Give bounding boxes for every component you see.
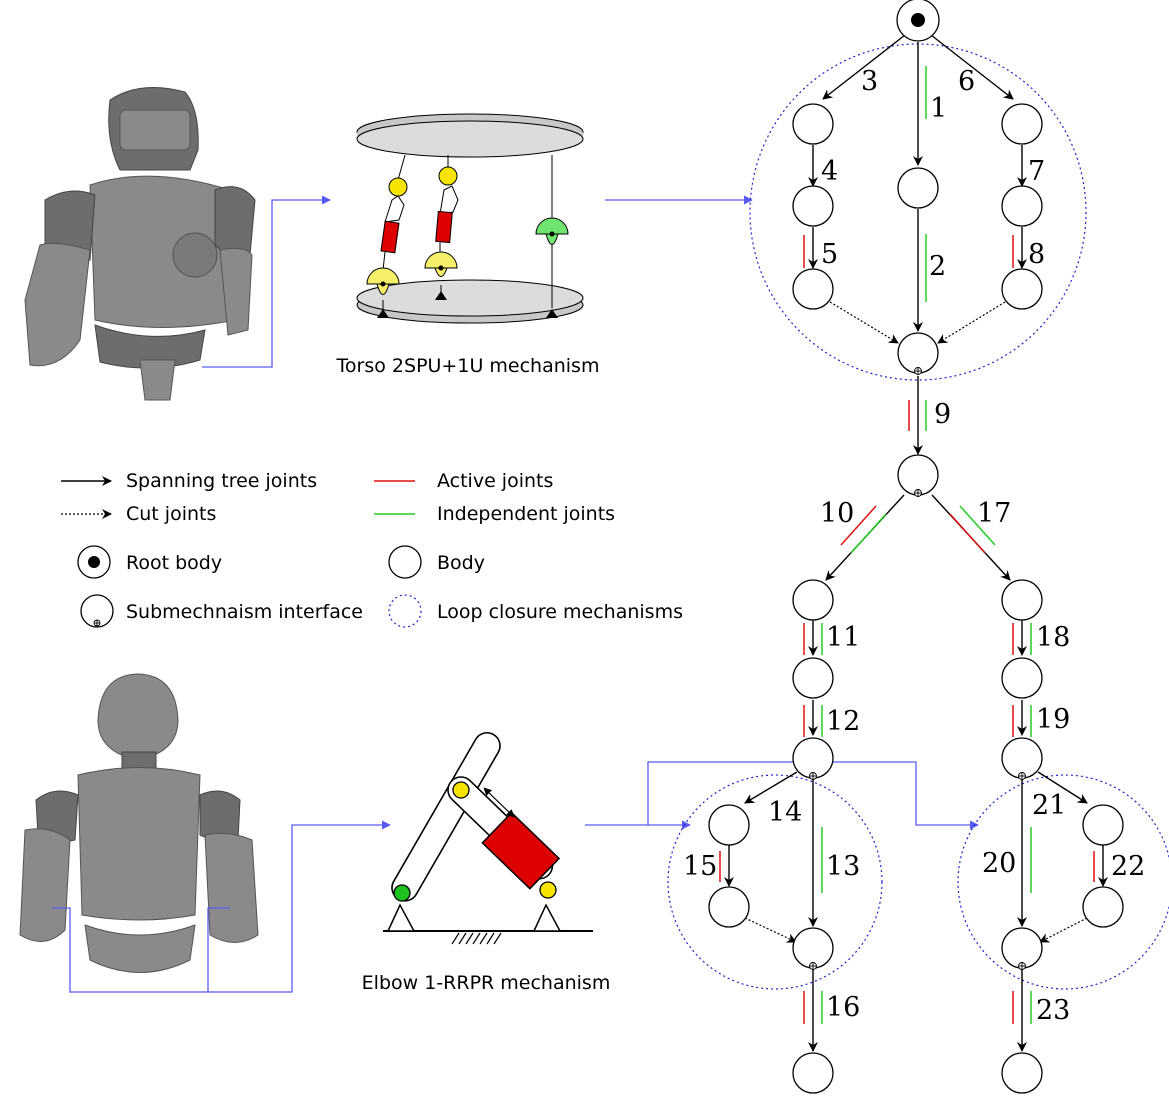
body-node [708,886,750,928]
joint-label: 15 [683,851,717,882]
joint-label: 23 [1036,995,1070,1026]
joint-label: 5 [821,239,838,270]
interface-node [792,927,834,969]
joint-label: 11 [826,622,860,653]
legend-body: Body [437,552,485,574]
joint-label: 6 [958,66,975,97]
joint-label: 19 [1036,704,1070,735]
joint-label: 8 [1028,239,1045,270]
joint-label: 21 [1032,790,1066,821]
submechanism-interface-icon [80,594,114,628]
interface-node [1001,737,1043,779]
legend-cut: Cut joints [126,503,216,525]
graph-edges [724,34,1108,1052]
body-node [792,185,834,227]
body-node [792,1052,834,1094]
loop-closure-icon [388,594,422,628]
connector-elbow [208,820,391,993]
body-node [1001,657,1043,699]
joint-label: 12 [826,706,860,737]
connector-torso [202,195,331,368]
interface-node [792,737,834,779]
interface-node [1001,927,1043,969]
body-node [1001,268,1043,310]
body-node [708,804,750,846]
joint-label: 17 [977,498,1011,529]
elbow-caption: Elbow 1-RRPR mechanism [362,972,611,994]
body-node [792,268,834,310]
body-node [792,579,834,621]
body-node [792,103,834,145]
body-node [1001,103,1043,145]
legend-interface: Submechnaism interface [126,601,363,623]
graph-nodes [708,0,1124,1094]
body-node [1001,1052,1043,1094]
elbow-mechanism-illustration [383,731,593,945]
joint-label: 1 [930,93,947,124]
body-node [1001,185,1043,227]
legend-spanning: Spanning tree joints [126,470,317,492]
joint-label: 9 [934,399,951,430]
legend-root: Root body [126,552,222,574]
joint-label: 22 [1111,851,1145,882]
body-icon [388,545,422,579]
legend-loop: Loop closure mechanisms [437,601,683,623]
joint-label: 14 [768,797,802,828]
joint-label: 7 [1028,156,1045,187]
joint-label: 4 [821,156,838,187]
torso-mechanism-illustration [356,113,584,324]
humanoid-torso-render-icon [24,87,256,401]
joint-markers [719,66,1095,1024]
body-node [792,657,834,699]
joint-label: 10 [820,498,854,529]
interface-node [897,454,939,496]
connector-elbow-robot [52,907,230,993]
loop-closure-right-elbow [957,774,1169,990]
joint-label: 13 [826,851,860,882]
joint-label: 18 [1036,622,1070,653]
legend-active: Active joints [437,470,553,492]
joint-label: 16 [826,992,860,1023]
body-node [1082,804,1124,846]
joint-label: 3 [861,66,878,97]
body-node [1082,886,1124,928]
body-node [897,167,939,209]
connector-elbow-right [585,761,979,830]
legend: Spanning tree joints Cut joints Root bod… [61,470,683,628]
legend-independent: Independent joints [437,503,615,525]
joint-label: 20 [982,848,1016,879]
joint-numbers: 3 1 6 4 7 5 2 8 9 10 17 11 18 12 19 14 2… [683,66,1145,1026]
interface-node [897,332,939,374]
loop-closure-left-elbow [667,774,883,990]
torso-caption: Torso 2SPU+1U mechanism [336,355,600,377]
body-node [1001,579,1043,621]
humanoid-upper-body-render-icon [19,673,259,973]
joint-label: 2 [929,251,946,282]
